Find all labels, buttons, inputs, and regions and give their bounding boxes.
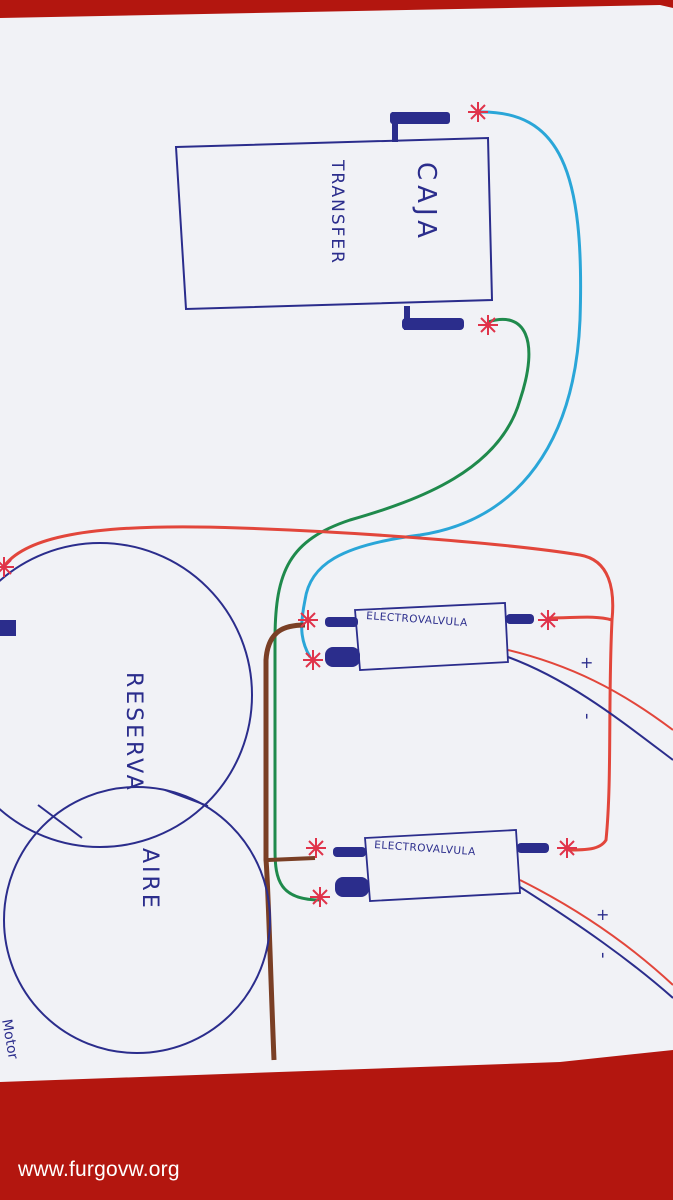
brown-hose-branch (267, 856, 316, 862)
tank-label-1: RESERVA (121, 672, 146, 793)
wire-minus-bottom (519, 886, 673, 999)
marker-valve-bottom-right (557, 838, 577, 858)
valve-top-minus: - (577, 713, 598, 720)
marker-valve-top-left-2 (303, 650, 323, 670)
watermark: www.furgovw.org (18, 1158, 180, 1181)
valve-bottom-minus: - (593, 952, 614, 959)
marker-valve-bottom-left-1 (306, 838, 326, 858)
marker-valve-top-right (538, 610, 558, 630)
red-hose-branch (547, 615, 613, 622)
fitting-markers (0, 102, 577, 907)
marker-transfer-bottom (478, 315, 498, 335)
marker-valve-top-left-1 (298, 610, 318, 630)
tank-label-2: AIRE (137, 848, 162, 911)
wire-plus-bottom (519, 879, 673, 986)
wire-plus-top (507, 649, 673, 731)
transfer-label-2: TRANSFER (327, 159, 347, 265)
transfer-label-1: CAJA (411, 162, 441, 243)
wire-minus-top (507, 656, 673, 761)
transfer-box: CAJA TRANSFER (174, 112, 494, 330)
valve-bottom-plus: + (596, 905, 609, 924)
marker-tank (0, 557, 14, 577)
blue-hose (300, 110, 583, 658)
marker-valve-bottom-left-2 (310, 887, 330, 907)
paper-sheet (0, 5, 673, 1082)
brown-hose (263, 622, 306, 1061)
marker-transfer-top (468, 102, 488, 122)
motor-label: Motor (0, 1018, 21, 1061)
air-tank: RESERVA AIRE (0, 542, 271, 1054)
valve-top-plus: + (580, 653, 593, 672)
red-hose (3, 525, 615, 852)
